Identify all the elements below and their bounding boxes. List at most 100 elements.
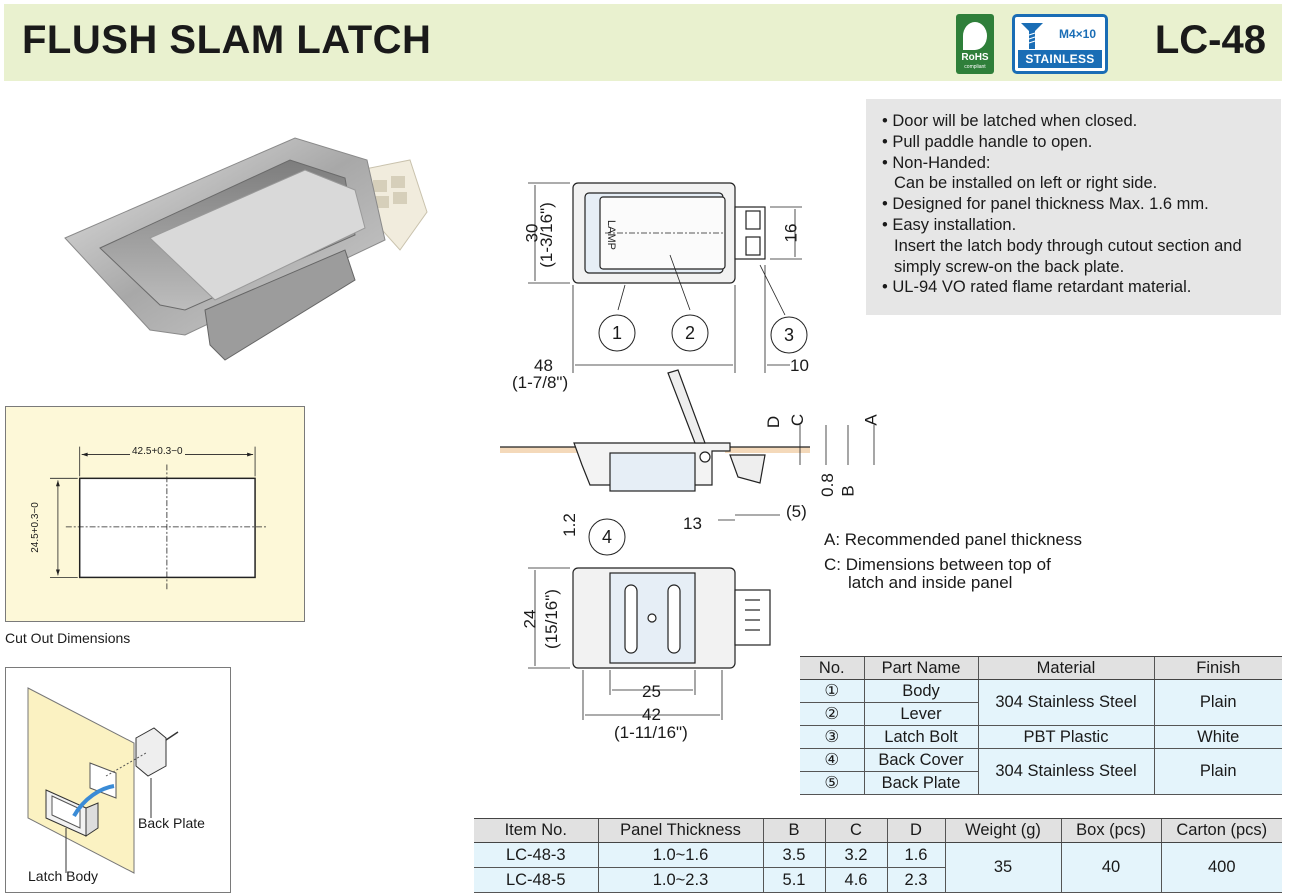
- note-c-line1: C: Dimensions between top of: [824, 555, 1051, 574]
- product-photo: [64, 137, 428, 361]
- dim-d-value: 1.6: [886, 842, 945, 868]
- col-header: Box (pcs): [1060, 818, 1161, 843]
- part-name: Latch Bolt: [863, 725, 978, 749]
- table-row: ④ Back Cover 304 Stainless Steel Plain: [800, 748, 1282, 795]
- item-no: LC-48-5: [474, 867, 598, 893]
- cutout-height-dim: 24.5+0.3−0: [29, 500, 41, 555]
- table-row: LC-48-3 1.0~1.6 3.5 3.2 1.6 35 40 400: [474, 842, 1282, 893]
- dim-d-value: 2.3: [886, 867, 945, 893]
- feature-item: • Door will be latched when closed.: [882, 112, 1138, 130]
- dim-13: 13: [683, 514, 702, 533]
- stainless-badge: M4×10 STAINLESS: [1012, 14, 1108, 74]
- part-name: Lever: [863, 702, 978, 726]
- dim-C: C: [788, 413, 808, 427]
- table-row: ③ Latch Bolt PBT Plastic White: [800, 725, 1282, 749]
- part-finish: White: [1153, 725, 1282, 749]
- feature-item: • Designed for panel thickness Max. 1.6 …: [882, 195, 1209, 214]
- item-no: LC-48-3: [474, 842, 598, 868]
- feature-item: • Pull paddle handle to open.: [882, 132, 1093, 151]
- part-name: Back Plate: [863, 771, 978, 795]
- panel-thickness: 1.0~1.6: [597, 842, 763, 868]
- col-header: No.: [800, 656, 864, 680]
- feature-item: • UL-94 VO rated flame retardant materia…: [882, 278, 1192, 297]
- dim-0-8: 0.8: [817, 473, 837, 497]
- dim-48-inch: (1-7/8"): [512, 373, 569, 392]
- col-header: Weight (g): [944, 818, 1061, 843]
- callout-4: 4: [602, 527, 613, 547]
- box-value: 40: [1060, 842, 1161, 893]
- dim-24-inch: (15/16"): [541, 589, 561, 649]
- leaf-icon: [963, 22, 987, 50]
- technical-drawing: LAMP: [500, 182, 875, 720]
- dim-24: 24: [520, 609, 540, 629]
- col-header: C: [824, 818, 887, 843]
- part-material: PBT Plastic: [977, 725, 1154, 749]
- dim-30-inch: (1-3/16"): [536, 202, 556, 268]
- part-finish: Plain: [1153, 679, 1282, 726]
- note-a: A: Recommended panel thickness: [824, 530, 1082, 549]
- rohs-label: RoHS: [961, 52, 989, 63]
- dim-1-2: 1.2: [559, 513, 579, 537]
- bottom-view: [572, 567, 771, 669]
- col-header: Material: [977, 656, 1154, 680]
- part-no: ③: [800, 725, 864, 749]
- dim-5: (5): [786, 502, 807, 521]
- page-title: FLUSH SLAM LATCH: [22, 18, 432, 62]
- installation-illustration: [27, 687, 179, 874]
- screw-icon: [1021, 23, 1043, 49]
- rohs-sub-label: compliant: [964, 64, 986, 70]
- dim-b-value: 5.1: [762, 867, 825, 893]
- col-header: Panel Thickness: [597, 818, 763, 843]
- part-no: ①: [800, 679, 864, 703]
- top-view: [572, 182, 766, 284]
- cutout-diagram: [5, 406, 305, 622]
- dim-10: 10: [790, 356, 809, 375]
- dim-42: 42: [642, 705, 661, 724]
- carton-value: 400: [1160, 842, 1282, 893]
- installation-diagram: Back Plate Latch Body: [5, 667, 231, 893]
- cutout-width-dim: 42.5+0.3−0: [130, 446, 185, 457]
- parts-table: No. Part Name Material Finish ① Body 304…: [800, 656, 1282, 795]
- part-name: Body: [863, 679, 978, 703]
- table-header-row: No. Part Name Material Finish: [800, 656, 1282, 680]
- callout-2: 2: [685, 323, 696, 343]
- col-header: Carton (pcs): [1160, 818, 1282, 843]
- col-header: D: [886, 818, 945, 843]
- callout-1: 1: [612, 323, 623, 343]
- dim-c-value: 4.6: [824, 867, 887, 893]
- dim-16: 16: [781, 223, 801, 243]
- feature-box: • Door will be latched when closed. • Pu…: [866, 99, 1281, 315]
- col-header: Part Name: [863, 656, 978, 680]
- feature-item: • Easy installation.Insert the latch bod…: [882, 215, 1242, 276]
- feature-item: • Non-Handed:Can be installed on left or…: [882, 153, 1158, 193]
- col-header: B: [762, 818, 825, 843]
- screw-size: M4×10: [1059, 27, 1097, 41]
- dim-c-value: 3.2: [824, 842, 887, 868]
- dim-25: 25: [642, 682, 661, 701]
- part-finish: Plain: [1153, 748, 1282, 795]
- material-badge-label: STAINLESS: [1018, 50, 1102, 68]
- rohs-badge: RoHS compliant: [956, 14, 994, 74]
- table-header-row: Item No. Panel Thickness B C D Weight (g…: [474, 818, 1282, 843]
- part-material: 304 Stainless Steel: [977, 748, 1154, 795]
- page-header: FLUSH SLAM LATCH RoHS compliant M4×10 ST…: [4, 4, 1282, 81]
- note-c-line2: latch and inside panel: [848, 573, 1013, 592]
- cutout-caption: Cut Out Dimensions: [5, 630, 131, 646]
- part-no: ⑤: [800, 771, 864, 795]
- side-view: [500, 369, 810, 492]
- panel-thickness: 1.0~2.3: [597, 867, 763, 893]
- weight-value: 35: [944, 842, 1061, 893]
- part-no: ④: [800, 748, 864, 772]
- dim-48: 48: [534, 356, 553, 375]
- callout-3: 3: [784, 325, 795, 345]
- dim-b-value: 3.5: [762, 842, 825, 868]
- dim-D: D: [764, 415, 784, 429]
- table-row: ⑤ Back Plate: [800, 771, 1282, 795]
- table-row: ① Body 304 Stainless Steel Plain: [800, 679, 1282, 726]
- part-name: Back Cover: [863, 748, 978, 772]
- col-header: Item No.: [474, 818, 598, 843]
- table-row: ② Lever: [800, 702, 1282, 726]
- col-header: Finish: [1153, 656, 1282, 680]
- items-table: Item No. Panel Thickness B C D Weight (g…: [474, 818, 1282, 893]
- part-material: 304 Stainless Steel: [977, 679, 1154, 726]
